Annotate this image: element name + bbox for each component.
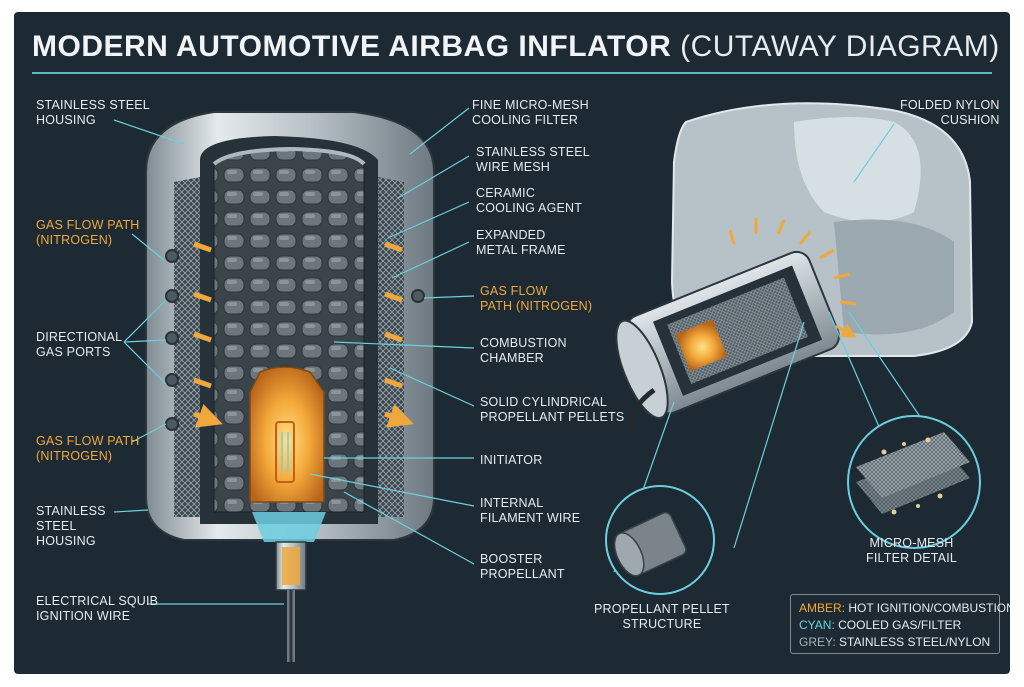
label-gas-flow-left-top: GAS FLOW PATH(NITROGEN) (36, 218, 140, 247)
left-leader-lines (113, 107, 475, 605)
legend: AMBER: HOT IGNITION/COMBUSTION CYAN: COO… (790, 594, 1010, 654)
legend-row-grey: GREY: STAINLESS STEEL/NYLON (799, 635, 991, 649)
label-gas-flow-left-bottom: GAS FLOW PATH(NITROGEN) (36, 434, 140, 463)
airbag-module (615, 102, 974, 434)
pellet-detail-circle (605, 485, 715, 595)
inflator-cutaway (145, 111, 435, 662)
diagram-canvas: MODERN AUTOMOTIVE AIRBAG INFLATOR (CUTAW… (14, 12, 1010, 674)
legend-row-cyan: CYAN: COOLED GAS/FILTER (799, 618, 962, 632)
page-title: MODERN AUTOMOTIVE AIRBAG INFLATOR (CUTAW… (32, 30, 1000, 64)
title-underline (32, 72, 992, 74)
legend-row-amber: AMBER: HOT IGNITION/COMBUSTION (799, 601, 1010, 615)
label-initiator: INITIATOR (480, 453, 543, 467)
title-main: MODERN AUTOMOTIVE AIRBAG INFLATOR (32, 30, 672, 63)
diagram-illustration (113, 102, 981, 662)
filter-detail-circle (847, 415, 981, 549)
title-sub: (CUTAWAY DIAGRAM) (680, 30, 1000, 63)
